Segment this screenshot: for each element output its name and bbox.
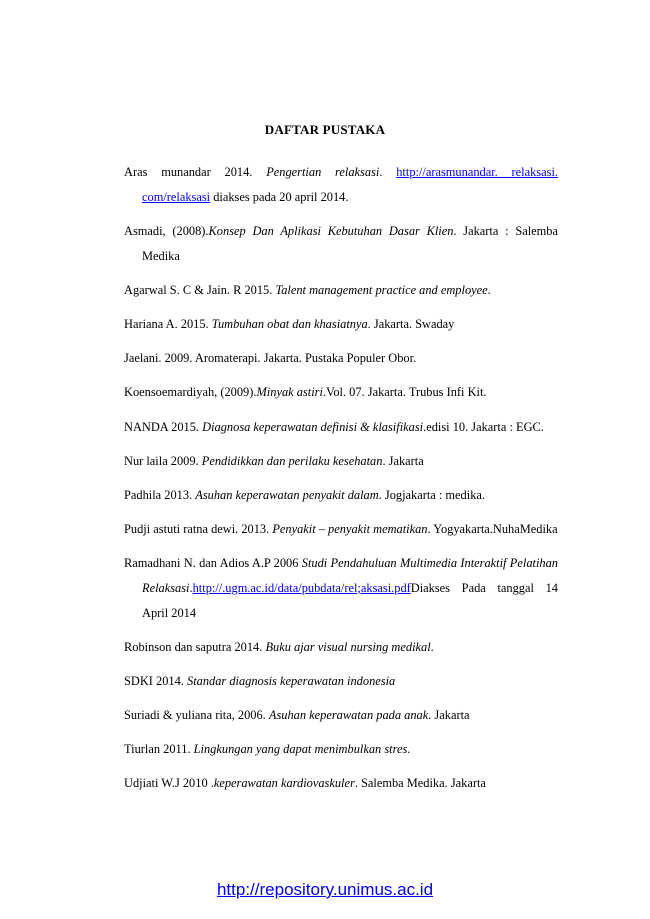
ref-text: Pudji astuti ratna dewi. 2013. [124, 521, 273, 536]
ref-text: Aras munandar 2014. [124, 165, 267, 179]
reference-item: Asmadi, (2008).Konsep Dan Aplikasi Kebut… [124, 219, 558, 269]
ref-text: Udjiati W.J 2010 . [124, 776, 214, 791]
reference-item: Koensoemardiyah, (2009).Minyak astiri.Vo… [124, 380, 558, 405]
ref-text: diakses pada 20 april 2014. [210, 190, 349, 204]
ref-text: . [379, 165, 397, 179]
ref-text: Tiurlan 2011. [124, 742, 194, 757]
ref-title: Pendidikkan dan perilaku kesehatan [201, 453, 383, 468]
ref-title: Pengertian relaksasi [266, 165, 380, 179]
reference-item: Udjiati W.J 2010 .keperawatan kardiovask… [124, 771, 558, 796]
reference-item: Jaelani. 2009. Aromaterapi. Jakarta. Pus… [124, 346, 558, 371]
ref-link[interactable]: http://.ugm.ac.id/data/pubdata/rel;aksas… [192, 580, 411, 595]
ref-text: . Yogyakarta.NuhaMedika [427, 521, 558, 536]
reference-item: Tiurlan 2011. Lingkungan yang dapat meni… [124, 737, 558, 762]
ref-title: Buku ajar visual nursing medikal [265, 640, 431, 655]
ref-text: SDKI 2014. [124, 674, 187, 689]
ref-text: Padhila 2013. [124, 487, 196, 502]
reference-item: NANDA 2015. Diagnosa keperawatan definis… [124, 415, 558, 440]
ref-text: Robinson dan saputra 2014. [124, 640, 266, 655]
reference-item: Agarwal S. C & Jain. R 2015. Talent mana… [124, 278, 558, 303]
ref-text: Koensoemardiyah, (2009). [124, 385, 257, 400]
reference-item: Robinson dan saputra 2014. Buku ajar vis… [124, 635, 558, 660]
ref-text: Nur laila 2009. [124, 453, 202, 468]
ref-text: . Jakarta. Swaday [367, 317, 455, 332]
ref-text: . Jogjakarta : medika. [378, 487, 485, 502]
reference-item: Hariana A. 2015. Tumbuhan obat dan khasi… [124, 312, 558, 337]
ref-text: . Jakarta [382, 453, 424, 468]
reference-list: Aras munandar 2014. Pengertian relaksasi… [124, 160, 558, 806]
ref-title: Asuhan keperawatan penyakit dalam [195, 487, 379, 502]
ref-text: Jaelani. 2009. Aromaterapi. Jakarta. Pus… [124, 351, 417, 366]
reference-item: SDKI 2014. Standar diagnosis keperawatan… [124, 669, 558, 694]
ref-title: Penyakit – penyakit mematikan [272, 521, 428, 536]
ref-title: Studi Pendahuluan Multimedia Interaktif … [142, 555, 558, 595]
ref-text: . [430, 640, 434, 655]
ref-text: Hariana A. 2015. [124, 317, 212, 332]
ref-link[interactable]: http://arasmunandar. relaksasi. com/rela… [142, 165, 558, 204]
reference-item: Suriadi & yuliana rita, 2006. Asuhan kep… [124, 703, 558, 728]
reference-item: Aras munandar 2014. Pengertian relaksasi… [124, 160, 558, 210]
ref-title: Diagnosa keperawatan definisi & klasifik… [202, 419, 424, 434]
ref-text: . Salemba Medika. Jakarta [354, 776, 486, 791]
ref-text: Ramadhani N. dan Adios A.P 2006 [124, 555, 302, 570]
repository-footer-link[interactable]: http://repository.unimus.ac.id [216, 880, 434, 899]
ref-title: Tumbuhan obat dan khasiatnya [211, 317, 368, 332]
ref-text: . [407, 742, 411, 757]
reference-item: Nur laila 2009. Pendidikkan dan perilaku… [124, 449, 558, 474]
ref-text: . Jakarta : Salemba Medika [142, 224, 558, 264]
reference-item: Pudji astuti ratna dewi. 2013. Penyakit … [124, 517, 558, 542]
ref-text: .edisi 10. Jakarta : EGC. [423, 419, 544, 434]
ref-text: Suriadi & yuliana rita, 2006. [124, 708, 269, 723]
ref-text: NANDA 2015. [124, 419, 203, 434]
ref-text: . [487, 283, 491, 298]
ref-text: .Vol. 07. Jakarta. Trubus Infi Kit. [322, 385, 487, 400]
page-title: DAFTAR PUSTAKA [264, 122, 386, 137]
ref-title: Minyak astiri [256, 385, 323, 400]
ref-title: Asuhan keperawatan pada anak [268, 708, 429, 723]
ref-title: Standar diagnosis keperawatan indonesia [187, 674, 396, 689]
reference-item: Padhila 2013. Asuhan keperawatan penyaki… [124, 483, 558, 508]
ref-title: keperawatan kardiovaskuler [213, 776, 355, 791]
ref-title: Lingkungan yang dapat menimbulkan stres [193, 742, 408, 757]
ref-text: Agarwal S. C & Jain. R 2015. [124, 283, 276, 298]
ref-title: Konsep Dan Aplikasi Kebutuhan Dasar Klie… [208, 224, 454, 239]
ref-text: Diakses Pada tanggal 14 April 2014 [142, 580, 558, 620]
reference-item: Ramadhani N. dan Adios A.P 2006 Studi Pe… [124, 551, 558, 626]
ref-title: Talent management practice and employee [275, 283, 488, 298]
ref-text: . Jakarta [428, 708, 470, 723]
ref-text: Asmadi, (2008). [124, 224, 209, 239]
ref-text: . [189, 580, 193, 595]
